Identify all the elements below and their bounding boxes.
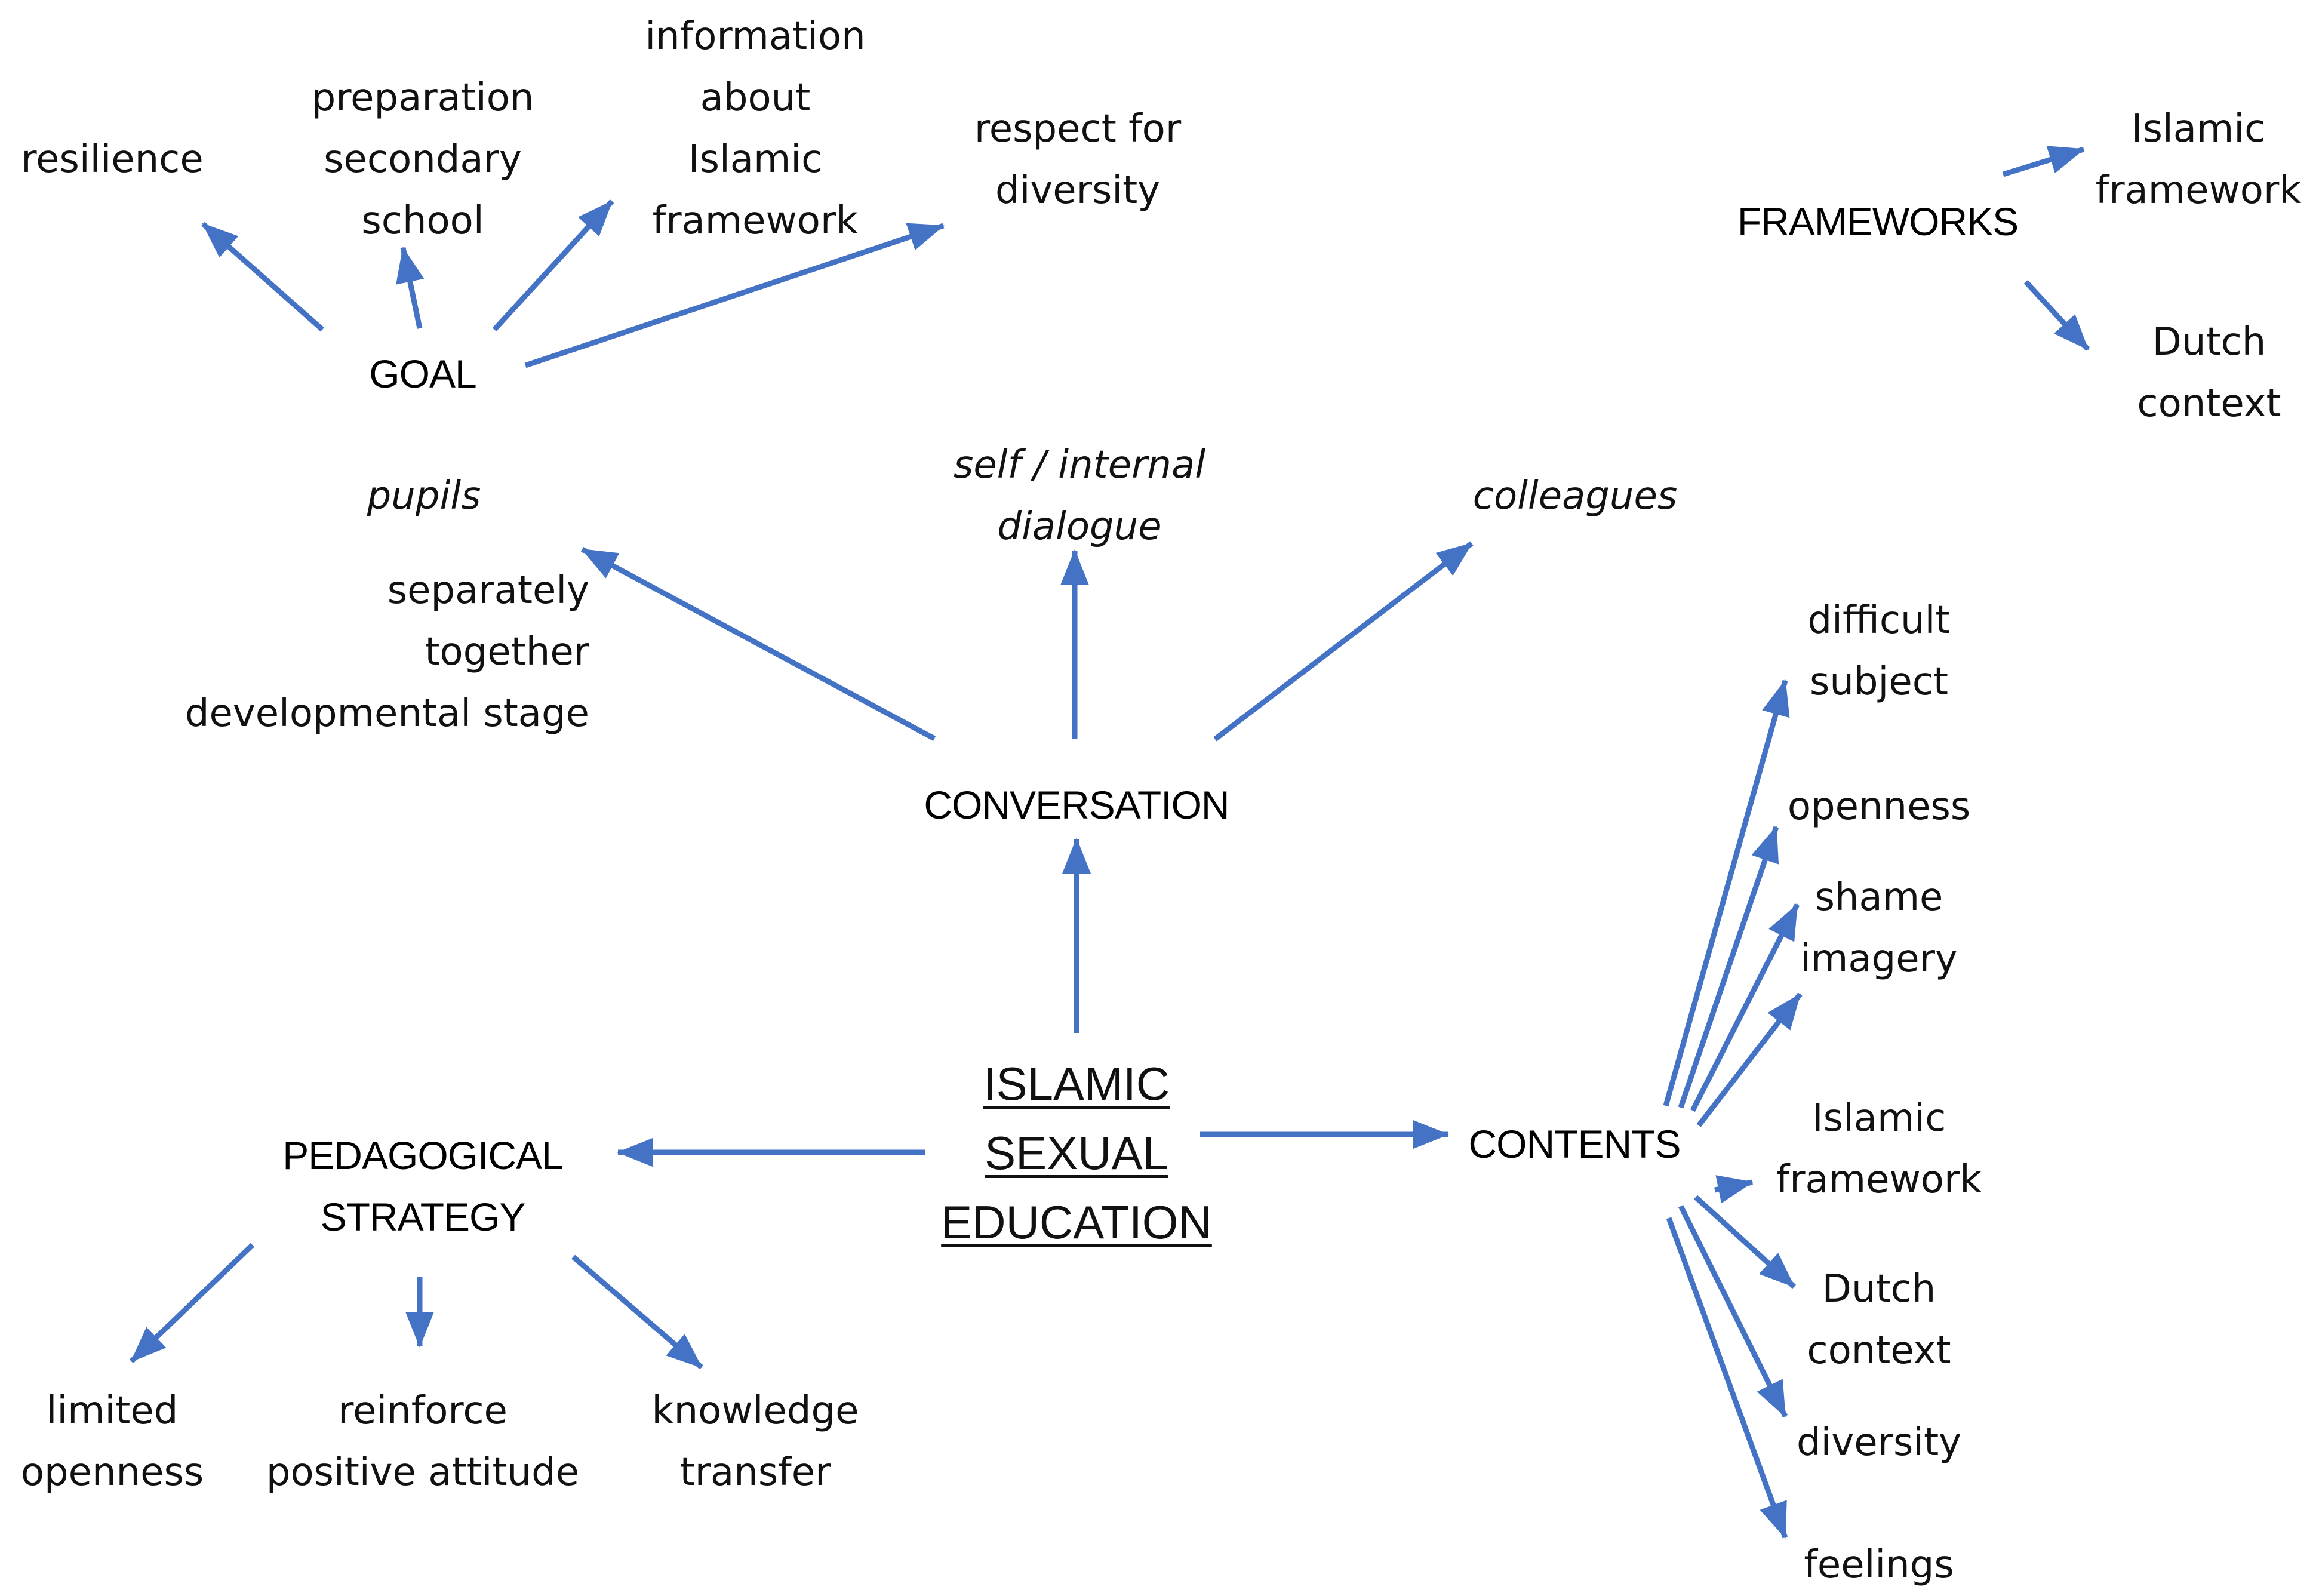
arrow-conversation-to-colleagues xyxy=(1213,541,1474,742)
pedagogical-item-line: limited xyxy=(46,1389,179,1433)
pupils-details: separately together developmental stage xyxy=(185,560,589,745)
goal-item-line: preparation xyxy=(311,76,534,120)
contents-label: CONTENTS xyxy=(1468,1122,1681,1166)
goal-item-line: about xyxy=(700,76,811,120)
pedagogical-item-knowledge: knowledge transfer xyxy=(652,1380,859,1503)
pedagogical-item-reinforce: reinforce positive attitude xyxy=(266,1380,579,1503)
arrow-pedagogical-to-limited xyxy=(129,1243,255,1364)
self-dialogue-line: self / internal xyxy=(954,443,1205,487)
contents-item-line: subject xyxy=(1810,660,1948,704)
pupils-detail: developmental stage xyxy=(184,691,589,736)
pedagogical-item-line: openness xyxy=(20,1450,204,1494)
contents-item-openness: openness xyxy=(1788,776,1970,838)
contents-item-line: diversity xyxy=(1796,1420,1962,1465)
pupils-detail: together xyxy=(425,630,589,674)
goal-item-line: resilience xyxy=(21,137,204,182)
arrow-contents-to-shame xyxy=(1690,903,1800,1112)
goal-item-line: school xyxy=(361,199,484,243)
arrow-contents-to-diversity xyxy=(1678,1204,1788,1418)
contents-item-line: imagery xyxy=(1800,937,1958,981)
pedagogical-item-line: transfer xyxy=(679,1450,831,1494)
pedagogical-item-line: knowledge xyxy=(651,1389,859,1433)
pedagogical-item-limited: limited openness xyxy=(21,1380,204,1503)
arrow-conversation-to-pupils xyxy=(580,547,936,741)
goal-item-line: respect for xyxy=(974,107,1182,151)
pedagogical-item-line: reinforce xyxy=(338,1389,508,1433)
pupils-label: pupils xyxy=(367,474,481,518)
contents-item-line: context xyxy=(1807,1329,1951,1373)
frameworks-label: FRAMEWORKS xyxy=(1737,199,2019,244)
arrow-frameworks-to-dutch xyxy=(2023,279,2090,352)
arrow-contents-to-dutch xyxy=(1693,1195,1797,1289)
center-title: ISLAMIC SEXUAL EDUCATION xyxy=(941,1049,1212,1257)
goal-item-line: Islamic xyxy=(688,137,823,182)
contents-item-line: openness xyxy=(1787,785,1971,829)
goal-item-respect: respect for diversity xyxy=(974,99,1181,222)
pupils-detail: separately xyxy=(387,568,589,613)
arrow-pedagogical-to-knowledge xyxy=(571,1254,703,1370)
contents-item-line: framework xyxy=(1776,1158,1982,1202)
arrow-contents-to-islamic xyxy=(1714,1175,1754,1204)
contents-item-line: difficult xyxy=(1807,598,1951,642)
frameworks-item-line: Islamic xyxy=(2131,107,2266,151)
contents-item-line: feelings xyxy=(1804,1543,1954,1587)
center-title-line: SEXUAL xyxy=(985,1127,1168,1179)
contents-item-line: Islamic xyxy=(1811,1096,1946,1140)
frameworks-item-line: context xyxy=(2137,382,2281,426)
arrow-goal-to-preparation xyxy=(396,247,425,329)
self-dialogue-line: dialogue xyxy=(997,505,1162,549)
arrow-contents-to-imagery xyxy=(1696,992,1803,1127)
center-title-line: ISLAMIC xyxy=(983,1057,1170,1110)
frameworks-item-dutch: Dutch context xyxy=(2137,312,2281,435)
arrow-contents-to-openness xyxy=(1678,826,1779,1109)
arrow-goal-to-information xyxy=(492,199,614,332)
pedagogical-item-line: positive attitude xyxy=(266,1450,580,1494)
contents-item-islamic: Islamic framework xyxy=(1776,1088,1982,1211)
center-title-line: EDUCATION xyxy=(941,1196,1212,1248)
contents-item-diversity: diversity xyxy=(1797,1412,1961,1474)
goal-item-resilience: resilience xyxy=(21,129,203,190)
colleagues-label: colleagues xyxy=(1472,474,1678,518)
goal-item-line: information xyxy=(645,14,866,59)
arrow-goal-to-resilience xyxy=(201,222,324,332)
arrow-frameworks-to-islamic xyxy=(2002,146,2085,177)
self-dialogue-label: self / internal dialogue xyxy=(954,435,1205,558)
pedagogical-label: PEDAGOGICAL STRATEGY xyxy=(282,1125,563,1248)
goal-item-line: diversity xyxy=(995,168,1161,213)
contents-item-line: shame xyxy=(1814,875,1943,920)
goal-label: GOAL xyxy=(369,352,476,396)
pedagogical-label-line: PEDAGOGICAL xyxy=(282,1133,563,1177)
pedagogical-label-line: STRATEGY xyxy=(320,1195,526,1239)
contents-item-feelings: feelings xyxy=(1804,1535,1954,1596)
goal-item-preparation: preparation secondary school xyxy=(312,67,534,252)
frameworks-item-line: framework xyxy=(2095,168,2302,213)
arrow-contents-to-difficult xyxy=(1663,679,1790,1107)
contents-item-shame: shame imagery xyxy=(1800,867,1958,990)
contents-item-difficult: difficult subject xyxy=(1808,590,1951,713)
conversation-label: CONVERSATION xyxy=(924,783,1229,827)
arrow-goal-to-respect xyxy=(524,223,945,368)
goal-item-line: framework xyxy=(652,199,859,243)
goal-item-line: secondary xyxy=(324,137,522,182)
contents-item-dutch: Dutch context xyxy=(1807,1259,1951,1382)
goal-item-information: information about Islamic framework xyxy=(645,6,865,252)
arrow-contents-to-feelings xyxy=(1666,1217,1788,1539)
frameworks-item-islamic: Islamic framework xyxy=(2096,99,2302,222)
frameworks-item-line: Dutch xyxy=(2152,320,2266,364)
contents-item-line: Dutch xyxy=(1822,1267,1936,1311)
